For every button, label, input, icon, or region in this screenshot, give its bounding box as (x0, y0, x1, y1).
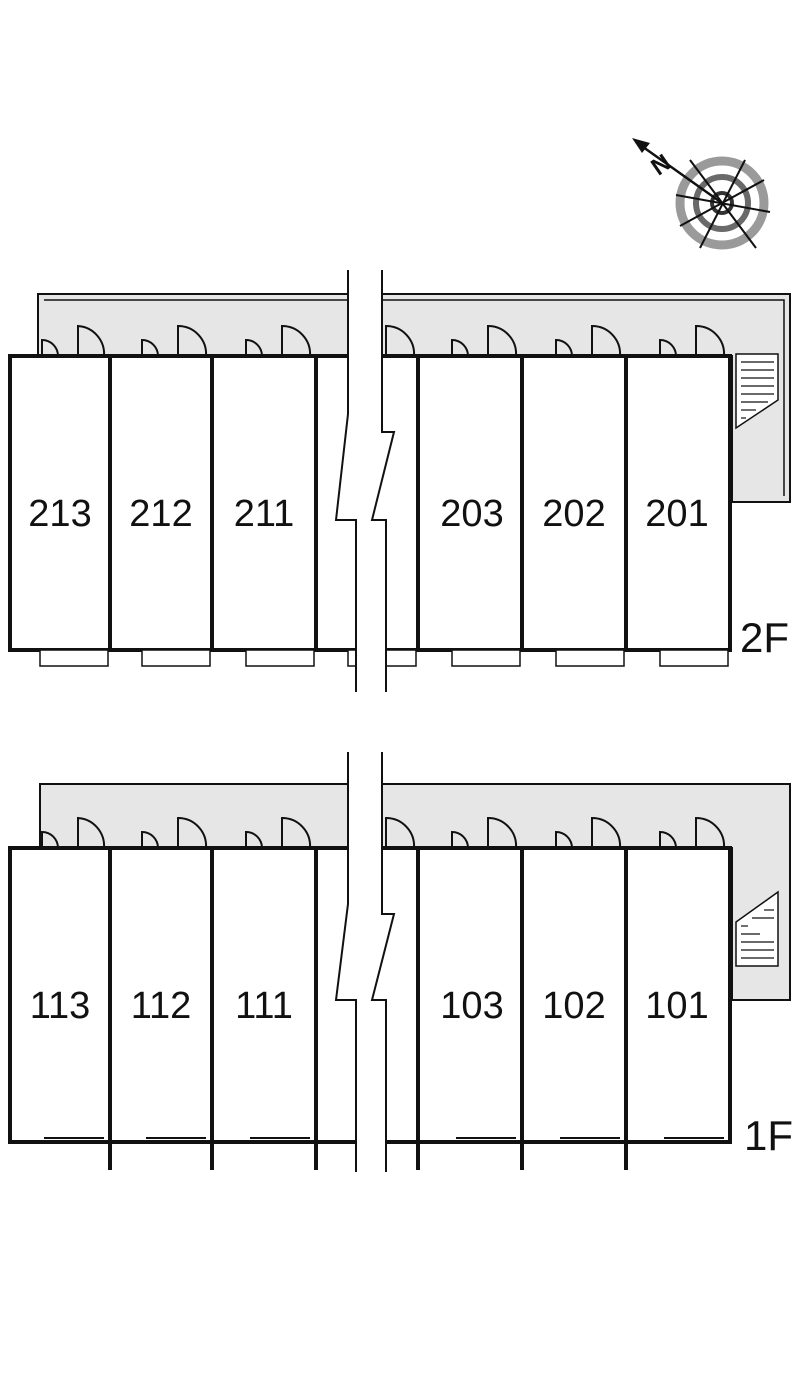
stairs-1f (735, 890, 779, 967)
room-number: 111 (235, 985, 293, 1027)
floor-label-2f: 2F (740, 614, 789, 661)
room-number: 112 (131, 985, 192, 1027)
room-number: 102 (542, 985, 605, 1027)
room-number: 213 (28, 493, 91, 535)
break-gap-1f (336, 752, 394, 1172)
room-number: 103 (440, 985, 503, 1027)
room-number: 212 (129, 493, 192, 535)
room-number: 202 (542, 493, 605, 535)
doors-2f (41, 324, 726, 357)
floor-1f-plan: 113 112 111 103 102 101 1F (8, 752, 793, 1172)
room-number: 201 (645, 493, 708, 535)
room-number: 113 (30, 985, 91, 1027)
doors-1f (41, 816, 726, 849)
stairs-2f (735, 353, 779, 430)
compass-icon: N (632, 138, 771, 250)
break-gap-2f (336, 270, 394, 692)
room-number: 203 (440, 493, 503, 535)
floor-label-1f: 1F (744, 1112, 793, 1159)
floor-2f-plan: 213 212 211 203 202 201 2F (8, 270, 791, 692)
room-number: 211 (234, 493, 295, 535)
room-number: 101 (645, 985, 708, 1027)
